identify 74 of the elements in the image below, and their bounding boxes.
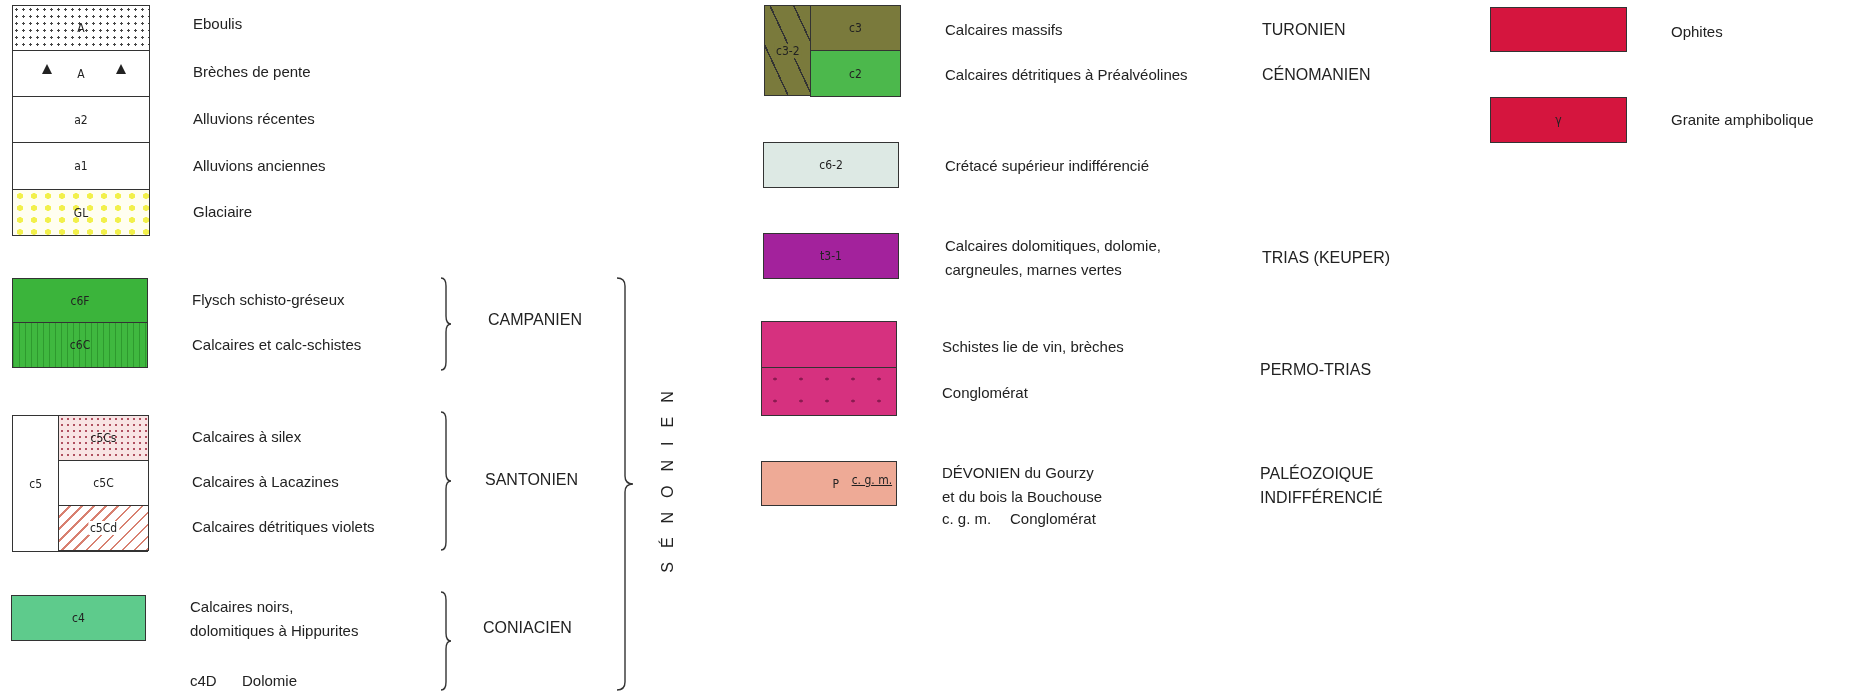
legend-swatch <box>12 50 150 97</box>
stage-name: SÉNONIEN <box>657 377 677 573</box>
swatch-code: c4 <box>72 611 85 625</box>
legend-description: Calcaires détritiques à Préalvéolines <box>945 65 1188 85</box>
swatch-code: t3-1 <box>820 249 842 263</box>
swatch-code: P <box>832 476 839 491</box>
swatch-code: c3-2 <box>774 43 802 58</box>
legend-description: Eboulis <box>193 14 243 34</box>
legend-description: Brèches de pente <box>193 62 311 82</box>
legend-description: Glaciaire <box>193 202 253 222</box>
legend-description: Calcaires noirs, dolomitiques à Hippurites <box>190 597 360 641</box>
pattern-swatch <box>1490 7 1627 52</box>
swatch-code: c5C <box>93 476 114 490</box>
legend-swatch <box>12 96 150 143</box>
swatch-code: c5 <box>29 476 43 491</box>
legend-description: Calcaires dolomitiques, dolomie, cargneules, marnes vertes <box>945 236 1162 280</box>
swatch-code: c6-2 <box>819 158 843 172</box>
legend-swatch <box>1490 97 1627 143</box>
stage-name: PALÉOZOIQUE INDIFFÉRENCIÉ <box>1260 463 1384 508</box>
legend-swatch <box>761 461 897 506</box>
legend-swatch <box>58 414 149 461</box>
legend-swatch <box>810 4 901 52</box>
swatch-code: a2 <box>74 112 88 127</box>
legend-description: Calcaires détritiques violets <box>192 517 375 537</box>
legend-description: Alluvions récentes <box>193 109 315 129</box>
swatch-code: c5Cd <box>87 521 120 535</box>
swatch-code: GL <box>73 205 89 220</box>
legend-description: Schistes lie de vin, brèches <box>942 337 1124 357</box>
legend-swatch <box>12 189 150 236</box>
swatch-code: c3 <box>849 21 862 35</box>
swatch-code: A <box>77 21 85 35</box>
legend-description: Calcaires à silex <box>192 427 302 447</box>
legend-swatch <box>764 5 900 96</box>
swatch-code: A <box>77 66 85 81</box>
legend-description: Granite amphibolique <box>1671 110 1814 130</box>
legend-description: Conglomérat <box>942 383 1028 403</box>
legend-description: Dolomie <box>242 671 298 691</box>
swatch-code: a1 <box>74 159 88 173</box>
legend-swatch <box>11 595 146 641</box>
legend-description: Conglomérat <box>1010 509 1096 529</box>
legend-description: Ophites <box>1671 22 1723 42</box>
pattern-swatch <box>761 321 897 368</box>
swatch-code: c6F <box>70 293 90 308</box>
stage-name: TRIAS (KEUPER) <box>1262 248 1390 268</box>
legend-swatch <box>12 142 150 190</box>
legend-description: Flysch schisto-gréseux <box>192 290 345 310</box>
legend-swatch <box>810 50 901 97</box>
swatch-code: c. g. m. <box>851 473 893 488</box>
legend-swatch <box>12 322 148 368</box>
stage-name: SANTONIEN <box>485 470 579 490</box>
stage-name: PERMO-TRIAS <box>1260 360 1372 380</box>
swatch-code: c2 <box>849 66 862 81</box>
unit-code: c. g. m. <box>942 509 992 529</box>
legend-swatch <box>763 233 899 279</box>
swatch-code: c5Cs <box>90 430 117 445</box>
swatch-code: γ <box>1555 113 1562 127</box>
legend-swatch <box>12 278 148 323</box>
stage-name: CONIACIEN <box>483 618 572 638</box>
legend-swatch <box>12 415 148 552</box>
legend-description: Alluvions anciennes <box>193 156 326 176</box>
legend-description: Calcaires massifs <box>945 20 1063 40</box>
unit-code: c4D <box>190 671 217 691</box>
legend-swatch <box>58 505 149 551</box>
legend-description: Calcaires à Lacazines <box>192 472 339 492</box>
legend-swatch <box>58 460 149 506</box>
stage-name: CÉNOMANIEN <box>1262 64 1371 85</box>
stage-name: TURONIEN <box>1262 20 1346 40</box>
legend-swatch <box>12 5 150 51</box>
legend-description: Crétacé supérieur indifférencié <box>945 156 1149 176</box>
pattern-swatch <box>761 367 897 416</box>
swatch-code: c6C <box>69 338 91 352</box>
legend-description: Calcaires et calc-schistes <box>192 335 362 355</box>
stage-name: CAMPANIEN <box>488 310 582 330</box>
legend-swatch <box>763 142 899 188</box>
